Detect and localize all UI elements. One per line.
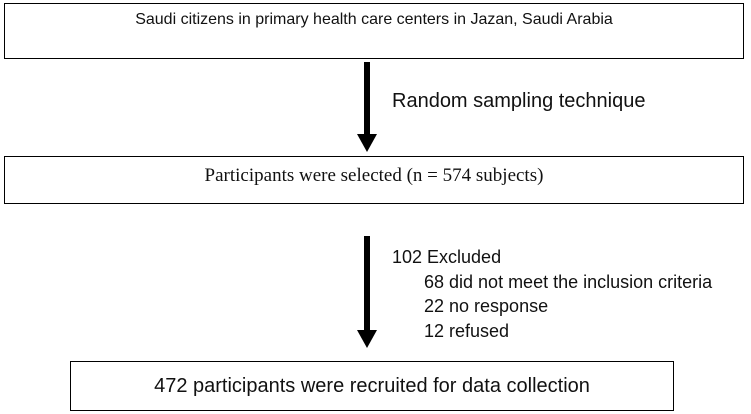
selected-participants-box: Participants were selected (n = 574 subj… [4,156,744,204]
population-text: Saudi citizens in primary health care ce… [135,11,613,28]
recruited-participants-box: 472 participants were recruited for data… [70,361,674,411]
arrow-down-icon [357,62,377,152]
exclusion-block: 102 Excluded 68 did not meet the inclusi… [392,245,712,343]
exclusion-reason: 68 did not meet the inclusion criteria [424,271,713,292]
population-box: Saudi citizens in primary health care ce… [4,3,744,59]
recruited-participants-text: 472 participants were recruited for data… [154,374,590,397]
exclusion-reason: 12 refused [424,320,510,341]
arrow-down-icon [357,236,377,348]
selected-participants-text: Participants were selected (n = 574 subj… [204,165,544,186]
exclusion-title: 102 Excluded [392,247,502,267]
sampling-label: Random sampling technique [392,90,646,112]
exclusion-reason: 22 no response [424,296,549,316]
